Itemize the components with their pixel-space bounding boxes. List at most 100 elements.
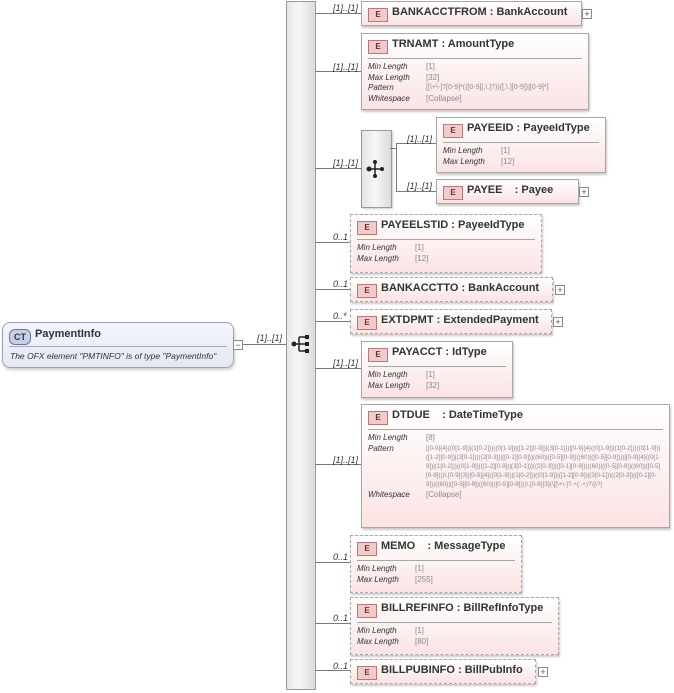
divider — [368, 58, 582, 59]
divider — [357, 622, 552, 623]
sequence-compositor[interactable] — [286, 1, 316, 690]
element-label: BANKACCTFROM : BankAccount — [392, 6, 568, 18]
element-payeeid[interactable]: E PAYEEID : PayeeIdType Min Length[1] Ma… — [436, 117, 606, 173]
element-badge: E — [443, 186, 463, 200]
facet-row: Max Length[32] — [368, 381, 439, 392]
element-badge: E — [368, 348, 388, 362]
expand-button[interactable]: + — [579, 187, 589, 197]
facet-list: Min Length[1] Max Length[32] — [368, 370, 439, 391]
facet-value: [[0-9]{4}((0[1-9])|(1[0-2]))((0[1-9])|([… — [426, 444, 661, 489]
complex-type-badge: CT — [9, 329, 31, 345]
facet-key: Min Length — [443, 146, 483, 155]
element-extdpmt[interactable]: E EXTDPMT : ExtendedPayment — [350, 309, 552, 334]
element-label: BANKACCTTO : BankAccount — [381, 282, 540, 294]
connector-line — [315, 464, 361, 465]
facet-value: [[\+\-]?[0-9]*(([0-9][,\.]?))([,\.][0-9]… — [426, 84, 549, 91]
element-bankacctto[interactable]: E BANKACCTTO : BankAccount — [350, 277, 553, 302]
facet-row: Max Length[255] — [357, 575, 433, 586]
element-label: PAYACCT : IdType — [392, 346, 487, 358]
connector-line — [315, 623, 350, 624]
element-label: BILLREFINFO : BillRefInfoType — [381, 602, 544, 614]
choice-compositor[interactable] — [361, 130, 392, 208]
facet-key: Pattern — [368, 443, 394, 453]
facet-value: [32] — [426, 380, 440, 390]
expand-button[interactable]: + — [553, 317, 563, 327]
element-multiplicity: [1]..[1] — [333, 455, 359, 465]
connector-line — [232, 344, 286, 345]
element-badge: E — [357, 542, 377, 556]
complex-type-box[interactable]: CT PaymentInfo The OFX element "PMTINFO"… — [2, 322, 234, 368]
facet-value: [8] — [426, 433, 435, 442]
expand-button[interactable]: + — [555, 285, 565, 295]
facet-value: [80] — [415, 636, 429, 646]
expand-button[interactable]: + — [538, 667, 548, 677]
connector-line — [396, 143, 397, 191]
element-label: DTDUE : DateTimeType — [392, 409, 524, 421]
facet-row: Whitespace[Collapse] — [368, 94, 549, 105]
facet-value: [1] — [415, 243, 424, 252]
element-multiplicity: 0..1 — [333, 279, 349, 289]
facet-key: Max Length — [368, 72, 410, 82]
facet-row: Min Length[1] — [357, 626, 428, 637]
connector-line — [315, 289, 350, 290]
element-dtdue[interactable]: E DTDUE : DateTimeType Min Length[8] Pat… — [361, 404, 670, 528]
facet-row: Pattern[[\+\-]?[0-9]*(([0-9][,\.]?))([,\… — [368, 83, 549, 94]
facet-row: Max Length [32] — [368, 73, 549, 84]
facet-row: Min Length [1] — [443, 146, 514, 157]
facet-row: Max Length [80] — [357, 637, 428, 648]
element-billrefinfo[interactable]: E BILLREFINFO : BillRefInfoType Min Leng… — [350, 597, 559, 655]
facet-row: Whitespace[Collapse] — [368, 490, 663, 501]
root-multiplicity: [1]..[1] — [257, 333, 283, 343]
connector-line — [315, 242, 350, 243]
element-badge: E — [357, 284, 377, 298]
element-label: PAYEEID : PayeeIdType — [467, 122, 590, 134]
choice-multiplicity: [1]..[1] — [333, 158, 359, 168]
element-label: PAYEE : Payee — [467, 184, 554, 196]
facet-value: [1] — [415, 564, 424, 573]
facet-key: Max Length — [357, 636, 399, 646]
element-badge: E — [357, 316, 377, 330]
element-billpubinfo[interactable]: E BILLPUBINFO : BillPubInfo — [350, 659, 536, 684]
facet-value: [1] — [501, 146, 510, 155]
element-bankacctfrom[interactable]: E BANKACCTFROM : BankAccount — [361, 1, 582, 26]
facet-value: [1] — [426, 62, 435, 71]
choice-icon — [366, 160, 384, 178]
connector-line — [315, 562, 350, 563]
connector-line — [315, 168, 362, 169]
element-multiplicity: [1]..[1] — [407, 134, 433, 144]
facet-row: Min Length [8] — [368, 433, 663, 444]
element-label: TRNAMT : AmountType — [392, 38, 515, 50]
connector-line — [396, 191, 436, 192]
element-multiplicity: 0..1 — [333, 613, 349, 623]
facet-row: Min Length[1] — [357, 243, 428, 254]
facet-key: Min Length — [368, 433, 408, 442]
divider — [357, 239, 535, 240]
facet-row: Pattern [[0-9]{4}((0[1-9])|(1[0-2]))((0[1… — [368, 444, 663, 490]
element-multiplicity: [1]..[1] — [333, 62, 359, 72]
element-label: MEMO : MessageType — [381, 540, 506, 552]
facet-value: [1] — [415, 626, 424, 635]
element-label: BILLPUBINFO : BillPubInfo — [381, 664, 523, 676]
facet-list: Min Length[1] Max Length [80] — [357, 626, 428, 647]
collapse-button[interactable]: − — [233, 340, 243, 350]
facet-key: Max Length — [443, 156, 485, 166]
element-badge: E — [368, 40, 388, 54]
facet-list: Min Length[1] Max Length[32] Pattern[[\+… — [368, 62, 549, 104]
divider — [9, 346, 227, 347]
facet-value: [32] — [426, 72, 440, 82]
element-multiplicity: [1]..[1] — [333, 358, 359, 368]
facet-key: Min Length — [357, 564, 397, 573]
facet-row: Min Length[1] — [368, 370, 439, 381]
element-payeelstid[interactable]: E PAYEELSTID : PayeeIdType Min Length[1]… — [350, 214, 542, 273]
divider — [368, 429, 663, 430]
element-payee[interactable]: E PAYEE : Payee — [436, 179, 579, 204]
facet-key: Max Length — [357, 574, 399, 584]
element-payacct[interactable]: E PAYACCT : IdType Min Length[1] Max Len… — [361, 341, 513, 398]
expand-button[interactable]: + — [582, 9, 592, 19]
connector-line — [315, 13, 362, 14]
facet-row: Max Length[12] — [357, 254, 428, 265]
element-memo[interactable]: E MEMO : MessageType Min Length [1] Max L… — [350, 535, 522, 593]
element-trnamt[interactable]: E TRNAMT : AmountType Min Length[1] Max … — [361, 33, 589, 110]
facet-value: [Collapse] — [426, 93, 462, 103]
element-badge: E — [357, 221, 377, 235]
